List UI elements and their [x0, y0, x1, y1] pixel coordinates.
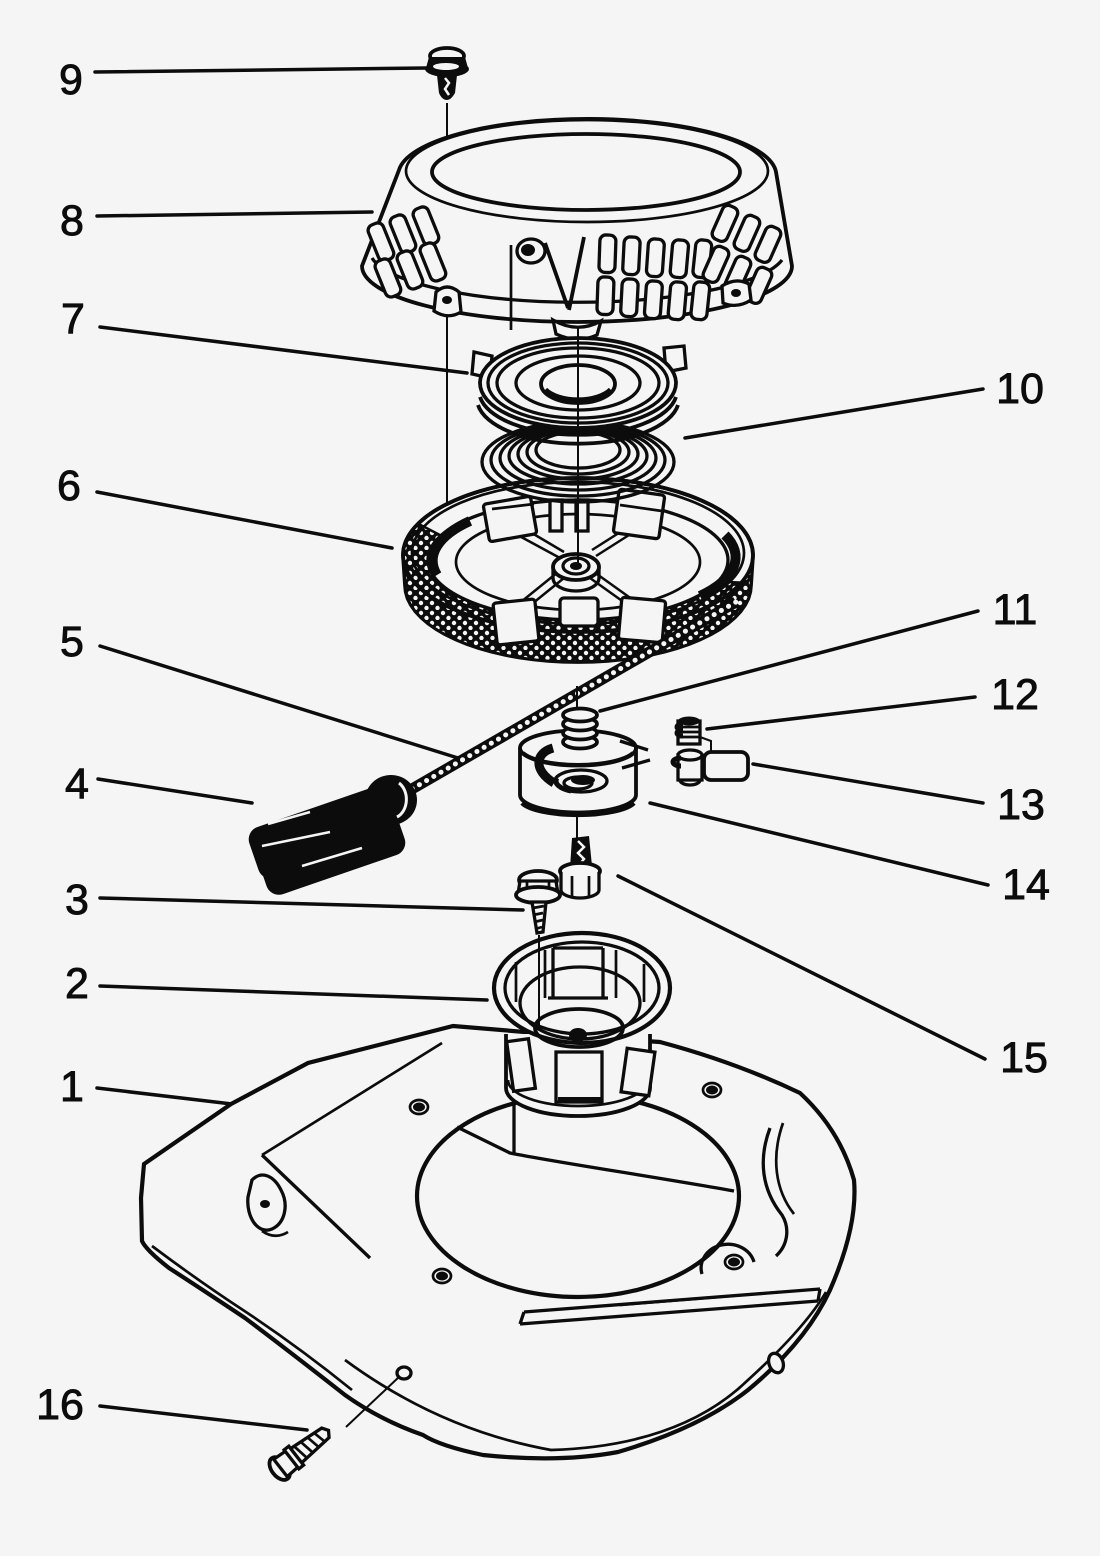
svg-text:2: 2: [65, 960, 89, 1008]
svg-text:12: 12: [991, 671, 1039, 719]
svg-text:10: 10: [996, 365, 1044, 413]
svg-text:9: 9: [59, 56, 83, 104]
svg-text:15: 15: [1000, 1034, 1048, 1082]
svg-text:11: 11: [993, 586, 1038, 634]
svg-text:13: 13: [997, 781, 1045, 829]
svg-text:3: 3: [65, 876, 89, 924]
svg-text:4: 4: [65, 760, 89, 808]
svg-text:8: 8: [60, 197, 84, 245]
svg-text:6: 6: [57, 462, 81, 510]
svg-text:7: 7: [61, 295, 85, 343]
svg-text:14: 14: [1002, 861, 1050, 909]
svg-text:5: 5: [60, 618, 84, 666]
svg-text:16: 16: [36, 1381, 84, 1429]
svg-text:1: 1: [60, 1063, 84, 1111]
